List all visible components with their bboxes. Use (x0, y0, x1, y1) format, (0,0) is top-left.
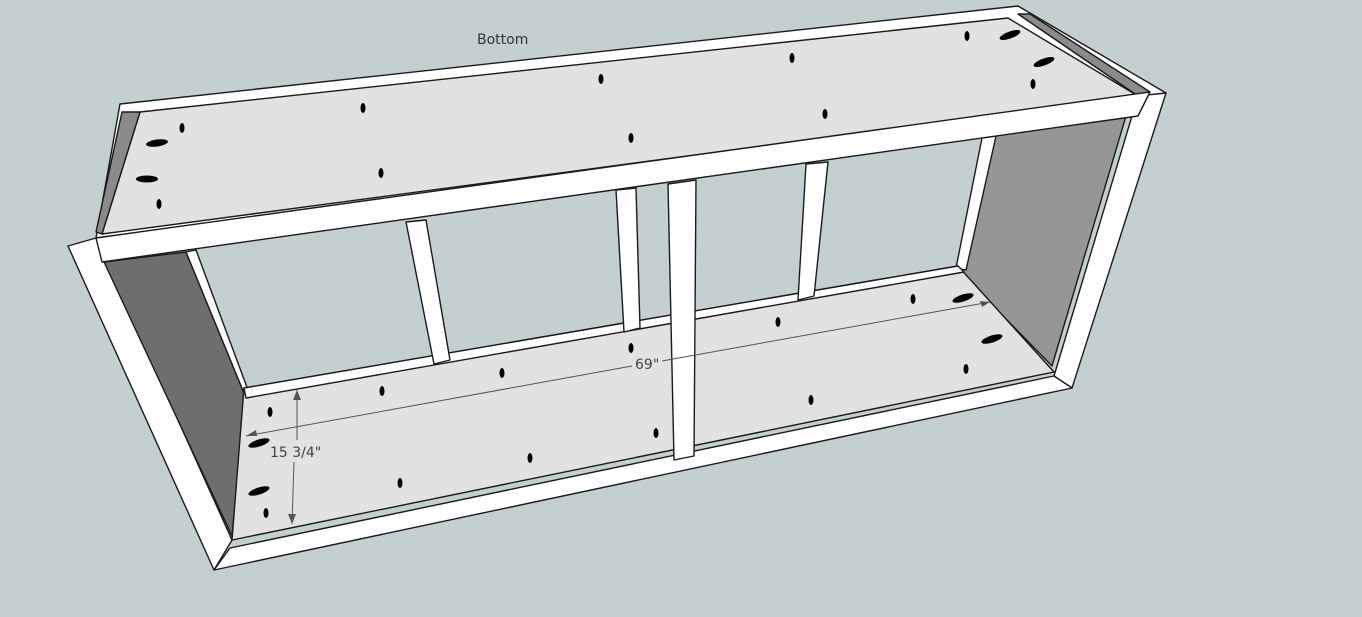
width-dimension-label: 69" (635, 357, 659, 373)
front-rail (95, 91, 1151, 263)
bottom-panel (95, 5, 1167, 239)
width-dimension: 69" (245, 301, 991, 437)
right-end-panel (955, 92, 1167, 389)
face-label: Bottom (477, 32, 528, 48)
dividers (405, 161, 829, 461)
depth-dimension-label: 15 3/4" (270, 445, 321, 461)
top-panel (213, 265, 1073, 571)
screw-holes (136, 30, 1055, 518)
left-end-panel (67, 237, 249, 571)
depth-dimension: 15 3/4" (270, 390, 321, 525)
